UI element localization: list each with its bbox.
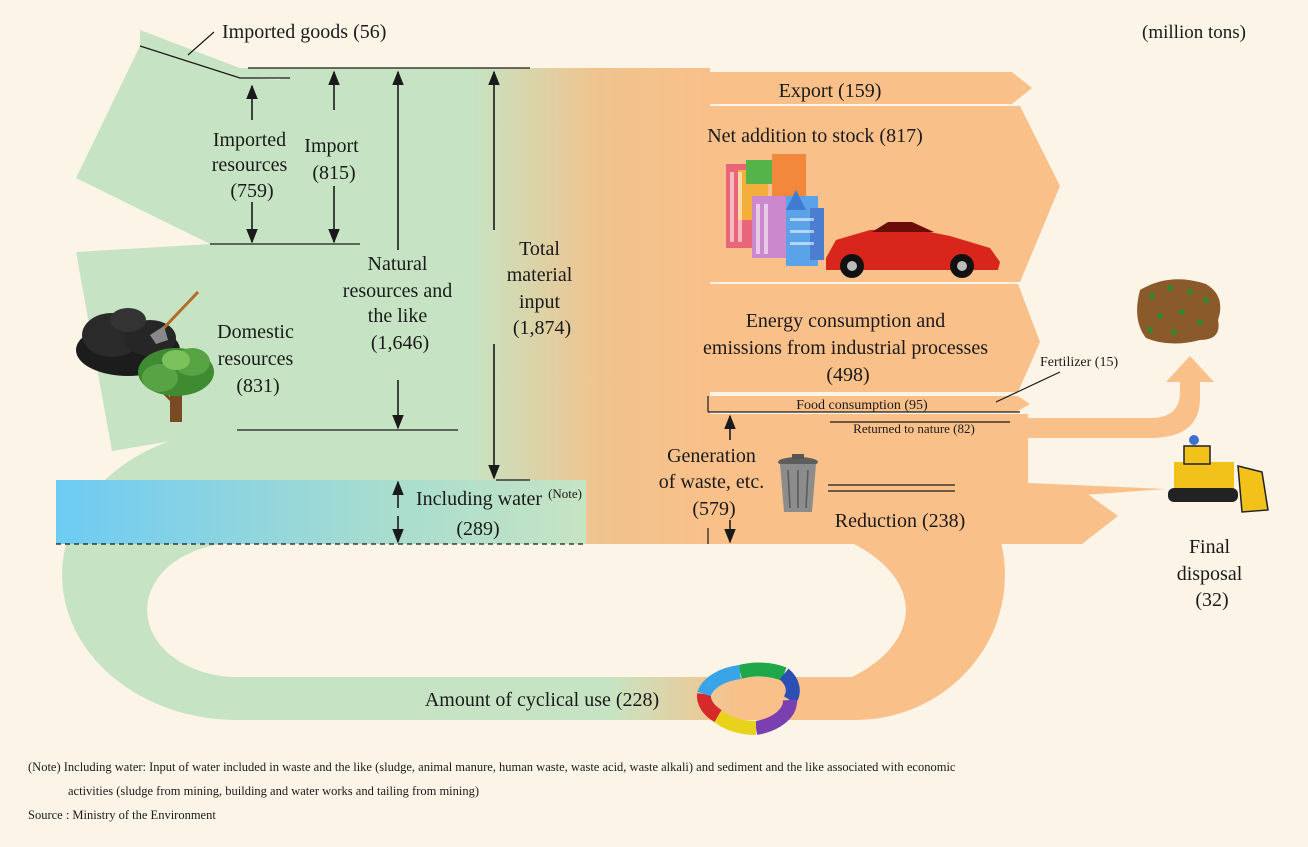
net-addition-label: Net addition to stock (817) xyxy=(707,125,923,147)
cyclical-use-label: Amount of cyclical use (228) xyxy=(425,689,659,711)
coal-pile-icon xyxy=(76,290,200,376)
returned-to-nature-label: Returned to nature (82) xyxy=(853,421,975,436)
domestic-resources-wedge xyxy=(76,244,290,451)
footnote-line-1: (Note) Including water: Input of water i… xyxy=(28,760,956,774)
car-icon xyxy=(826,222,1000,278)
including-water-value: (289) xyxy=(456,518,499,540)
dimension-arrows xyxy=(246,70,736,544)
total-material-input-label: Total material input (1,874) xyxy=(507,238,578,339)
soil-icon xyxy=(1137,279,1221,344)
final-disposal-label: Final disposal (32) xyxy=(1177,536,1248,611)
source-label: Source : Ministry of the Environment xyxy=(28,808,216,822)
footnote-line-2: activities (sludge from mining, building… xyxy=(68,784,480,798)
natural-resources-label: Natural resources and the like (1,646) xyxy=(343,253,457,354)
waste-generation-label: Generation of waste, etc. (579) xyxy=(659,445,770,520)
imported-resources-wedge xyxy=(76,46,290,244)
including-water-label: Including water(Note) xyxy=(416,486,582,510)
food-band xyxy=(708,396,1030,412)
reduction-wedge xyxy=(1028,490,1118,544)
export-label: Export (159) xyxy=(779,80,882,102)
tree-icon xyxy=(138,348,214,422)
buildings-icon xyxy=(726,154,824,266)
bulldozer-icon xyxy=(1168,435,1269,513)
domestic-resources-label: Domestic resources (831) xyxy=(217,321,299,397)
boundary-lines xyxy=(56,31,1061,545)
import-label: Import (815) xyxy=(304,135,363,184)
export-band xyxy=(708,72,1032,104)
fertilizer-label: Fertilizer (15) xyxy=(1040,355,1118,370)
imported-resources-label: Imported resources (759) xyxy=(212,129,293,202)
unit-label: (million tons) xyxy=(1142,22,1246,43)
reduction-label: Reduction (238) xyxy=(835,510,966,532)
recycle-ring-icon xyxy=(696,662,800,736)
final-disposal-arrow xyxy=(1028,483,1166,499)
trash-can-icon xyxy=(778,454,818,512)
imported-goods-label: Imported goods (56) xyxy=(222,21,386,43)
energy-label: Energy consumption and emissions from in… xyxy=(703,310,993,386)
returned-to-nature-arrow xyxy=(830,356,1214,438)
energy-band xyxy=(708,284,1040,392)
main-flow-band xyxy=(280,68,710,544)
imported-goods-wedge xyxy=(140,30,290,78)
water-band xyxy=(56,480,586,544)
food-consumption-label: Food consumption (95) xyxy=(796,398,928,413)
